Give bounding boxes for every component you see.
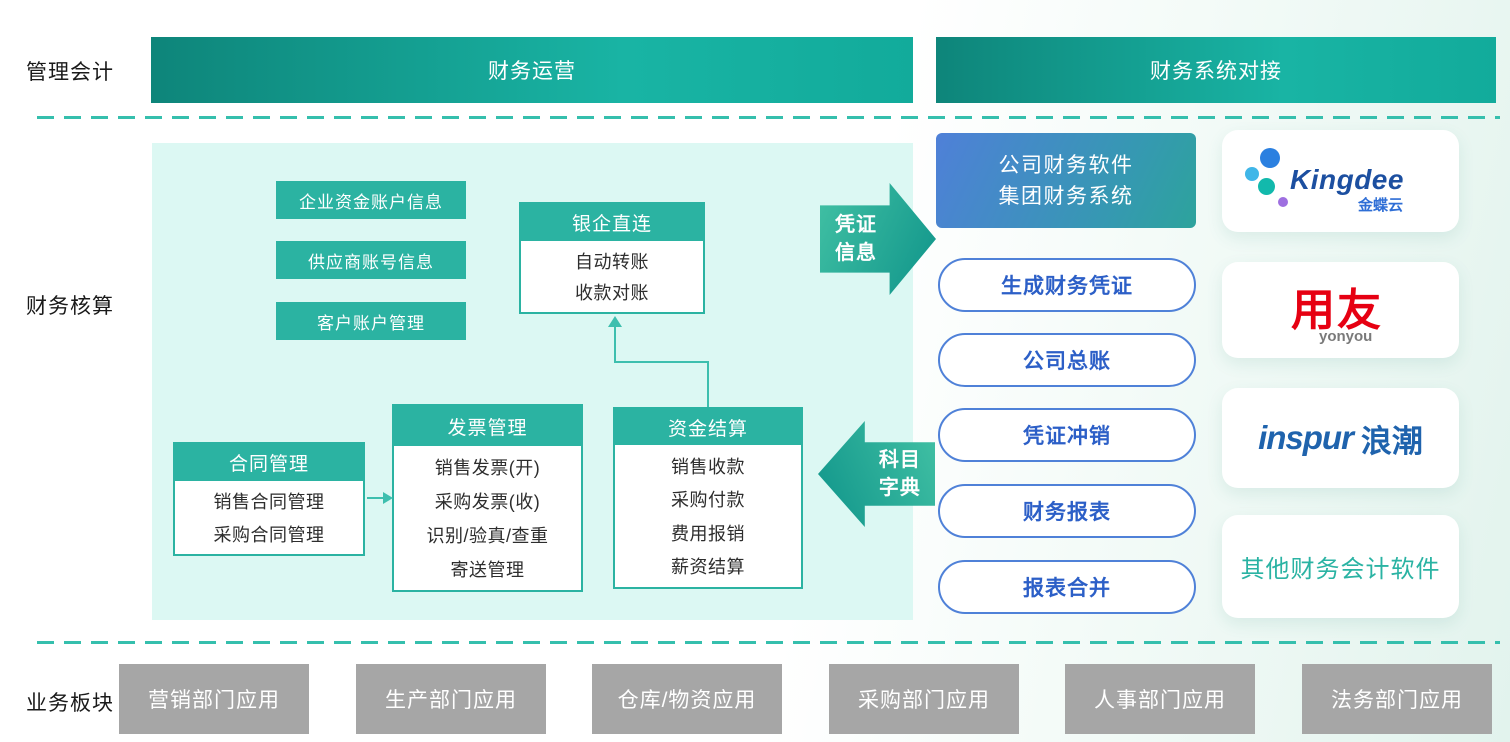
connector-contract-to-invoice-line [367, 497, 384, 499]
pill-company-ledger: 公司总账 [938, 333, 1196, 387]
vendor-card-other-software: 其他财务会计软件 [1222, 515, 1459, 618]
settlement-item: 薪资结算 [671, 557, 745, 578]
pill-voucher-reversal: 凭证冲销 [938, 408, 1196, 462]
kingdee-logo-dot-teal [1258, 178, 1275, 195]
business-app-marketing: 营销部门应用 [119, 664, 309, 734]
subject-dictionary-arrow-label: 科目 字典 [865, 421, 935, 527]
divider-top [37, 116, 1500, 119]
subject-dictionary-line1: 科目 [878, 449, 921, 471]
settlement-item: 费用报销 [671, 523, 745, 544]
connector-settlement-elbow-vertical [707, 361, 709, 407]
inspur-logo-text: inspur [1258, 419, 1354, 456]
contract-management-box: 合同管理 销售合同管理 采购合同管理 [173, 442, 365, 556]
invoice-item: 销售发票(开) [434, 458, 541, 478]
contract-management-body: 销售合同管理 采购合同管理 [175, 481, 363, 554]
invoice-item: 识别/验真/查重 [426, 526, 549, 546]
voucher-info-arrow-label: 凭证 信息 [820, 183, 892, 295]
fund-settlement-title: 资金结算 [615, 409, 801, 445]
vendor-card-inspur: inspur 浪潮 [1222, 388, 1459, 488]
invoice-management-body: 销售发票(开) 采购发票(收) 识别/验真/查重 寄送管理 [394, 446, 581, 590]
business-app-legal: 法务部门应用 [1302, 664, 1492, 734]
subject-dictionary-line2: 字典 [878, 477, 921, 499]
vendor-card-yonyou: 用友 yonyou [1222, 262, 1459, 358]
pill-financial-report: 财务报表 [938, 484, 1196, 538]
contract-item: 采购合同管理 [213, 524, 325, 545]
yonyou-logo-subtext: yonyou [1319, 328, 1373, 345]
bank-direct-link-body: 自动转账 收款对账 [521, 241, 703, 312]
row-label-management-accounting: 管理会计 [26, 61, 114, 84]
kingdee-logo-text: Kingdee [1290, 164, 1404, 195]
business-app-production: 生产部门应用 [356, 664, 546, 734]
vendor-card-kingdee: Kingdee 金蝶云 [1222, 130, 1459, 232]
settlement-item: 采购付款 [671, 490, 745, 511]
banner-finance-system-integration-label: 财务系统对接 [1150, 60, 1282, 83]
account-box-supplier: 供应商账号信息 [276, 241, 466, 279]
yonyou-logo-text: 用友 [1291, 286, 1383, 335]
connector-settlement-elbow-horizontal [614, 361, 709, 363]
contract-management-title: 合同管理 [175, 444, 363, 481]
row-label-financial-accounting: 财务核算 [26, 295, 114, 318]
connector-contract-to-invoice-arrowhead [383, 492, 393, 504]
finance-software-line2: 集团财务系统 [998, 184, 1134, 208]
divider-bottom [37, 641, 1500, 644]
inspur-logo: inspur 浪潮 [1222, 388, 1459, 488]
business-app-hr: 人事部门应用 [1065, 664, 1255, 734]
banner-finance-operations-label: 财务运营 [488, 60, 576, 83]
account-box-enterprise-funds: 企业资金账户信息 [276, 181, 466, 219]
kingdee-logo-dot-blue [1260, 148, 1280, 168]
finance-software-system-box: 公司财务软件 集团财务系统 [936, 133, 1196, 228]
bank-direct-link-title: 银企直连 [521, 204, 703, 241]
kingdee-logo-dot-cyan [1245, 167, 1259, 181]
fund-settlement-body: 销售收款 采购付款 费用报销 薪资结算 [615, 445, 801, 587]
invoice-item: 寄送管理 [450, 560, 525, 580]
account-box-customer: 客户账户管理 [276, 302, 466, 340]
kingdee-logo-dot-purple [1278, 197, 1288, 207]
settlement-item: 销售收款 [671, 456, 745, 477]
bank-direct-link-box: 银企直连 自动转账 收款对账 [519, 202, 705, 314]
invoice-item: 采购发票(收) [434, 492, 541, 512]
voucher-info-line2: 信息 [834, 242, 877, 264]
pill-report-consolidation: 报表合并 [938, 560, 1196, 614]
bank-direct-link-item: 自动转账 [575, 251, 649, 272]
invoice-management-title: 发票管理 [394, 406, 581, 446]
invoice-management-box: 发票管理 销售发票(开) 采购发票(收) 识别/验真/查重 寄送管理 [392, 404, 583, 592]
connector-settlement-arrowhead-up [608, 316, 622, 327]
fund-settlement-box: 资金结算 销售收款 采购付款 费用报销 薪资结算 [613, 407, 803, 589]
row-label-business-segments: 业务板块 [26, 692, 114, 715]
other-software-label: 其他财务会计软件 [1240, 556, 1441, 583]
business-app-warehouse: 仓库/物资应用 [592, 664, 782, 734]
banner-finance-system-integration: 财务系统对接 [936, 37, 1496, 103]
inspur-logo-subtext: 浪潮 [1360, 423, 1423, 459]
contract-item: 销售合同管理 [213, 492, 325, 513]
pill-generate-voucher: 生成财务凭证 [938, 258, 1196, 312]
connector-settlement-elbow-upper [614, 327, 616, 363]
business-app-procurement: 采购部门应用 [829, 664, 1019, 734]
kingdee-logo-subtext: 金蝶云 [1358, 197, 1404, 214]
finance-software-line1: 公司财务软件 [998, 153, 1134, 177]
bank-direct-link-item: 收款对账 [575, 283, 649, 304]
voucher-info-line1: 凭证 [834, 214, 877, 236]
banner-finance-operations: 财务运营 [151, 37, 913, 103]
